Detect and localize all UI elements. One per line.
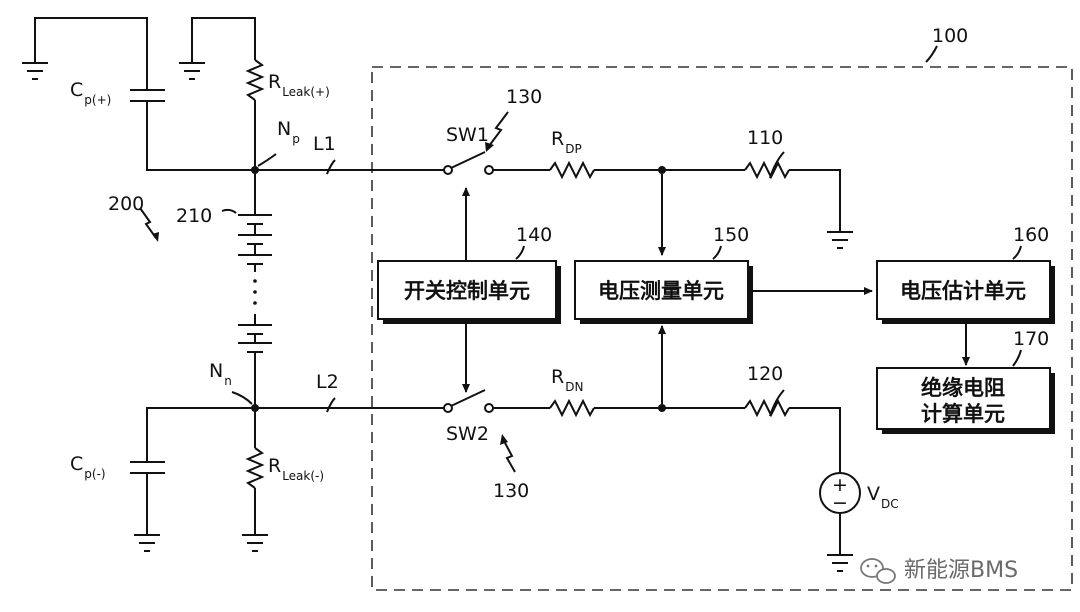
resistor-rdp (549, 160, 745, 180)
block-insulation-line1: 绝缘电阻 (921, 376, 1005, 400)
resistor-110 (744, 151, 841, 232)
block-switch-control-label: 开关控制单元 (404, 279, 530, 303)
resistor-rleak-plus (191, 17, 265, 170)
ref-200: 200 (108, 193, 144, 215)
block-insulation-line2: 计算单元 (921, 402, 1005, 426)
ref-160: 160 (1013, 224, 1049, 246)
label-rleak-plus: RLeak(+) (268, 71, 330, 99)
block-voltage-measure: 电压测量单元 (574, 260, 753, 324)
line-l1 (255, 159, 444, 175)
ground-icon (242, 534, 268, 552)
ground-icon (827, 554, 853, 572)
label-rdn: RDN (551, 366, 583, 394)
device-boundary (371, 66, 1073, 591)
resistor-rdn (549, 398, 745, 418)
vdc-plus-sign: + (832, 474, 848, 496)
label-sw1: SW1 (446, 124, 489, 146)
voltage-source-vdc (819, 472, 861, 555)
ground-icon (134, 534, 160, 552)
block-switch-control: 开关控制单元 (377, 260, 561, 324)
ref-130-top: 130 (506, 86, 542, 108)
watermark-text: 新能源BMS (904, 558, 1018, 583)
line-l2 (255, 397, 444, 413)
resistor-rleak-minus (245, 408, 265, 535)
block-voltage-measure-label: 电压测量单元 (598, 279, 724, 303)
ref-210: 210 (176, 205, 212, 227)
label-rleak-minus: RLeak(-) (268, 455, 324, 483)
ground-icon (179, 62, 205, 80)
label-vdc: VDC (867, 483, 899, 511)
switch-sw2 (443, 389, 550, 413)
ref-170: 170 (1013, 328, 1049, 350)
block-voltage-estimate: 电压估计单元 (876, 260, 1055, 324)
ground-icon (827, 231, 853, 249)
battery-pack (238, 170, 272, 408)
block-voltage-estimate-label: 电压估计单元 (900, 279, 1026, 303)
label-rdp: RDP (551, 128, 582, 156)
junction-dot (658, 404, 666, 412)
label-l2: L2 (316, 371, 339, 393)
wechat-icon (860, 558, 896, 584)
label-l1: L1 (313, 133, 336, 155)
ref-150: 150 (713, 224, 749, 246)
ground-icon (22, 62, 48, 80)
capacitor-cp-minus (130, 407, 255, 535)
label-sw2: SW2 (446, 423, 489, 445)
switch-sw1 (443, 151, 550, 175)
label-nn: Nn (209, 360, 232, 388)
label-cp-minus: Cp(-) (70, 453, 106, 481)
label-cp-plus: Cp(+) (70, 79, 111, 107)
block-insulation-calc: 绝缘电阻 计算单元 (876, 367, 1055, 434)
ref-120: 120 (747, 363, 783, 385)
capacitor-cp-plus (34, 17, 255, 171)
ref-100: 100 (932, 25, 968, 47)
resistor-120 (744, 389, 841, 473)
ref-130-bottom: 130 (493, 480, 529, 502)
ref-110: 110 (747, 127, 783, 149)
junction-dot (658, 166, 666, 174)
vdc-minus-sign: − (832, 492, 848, 514)
ref-140: 140 (516, 224, 552, 246)
label-np: Np (277, 118, 300, 146)
